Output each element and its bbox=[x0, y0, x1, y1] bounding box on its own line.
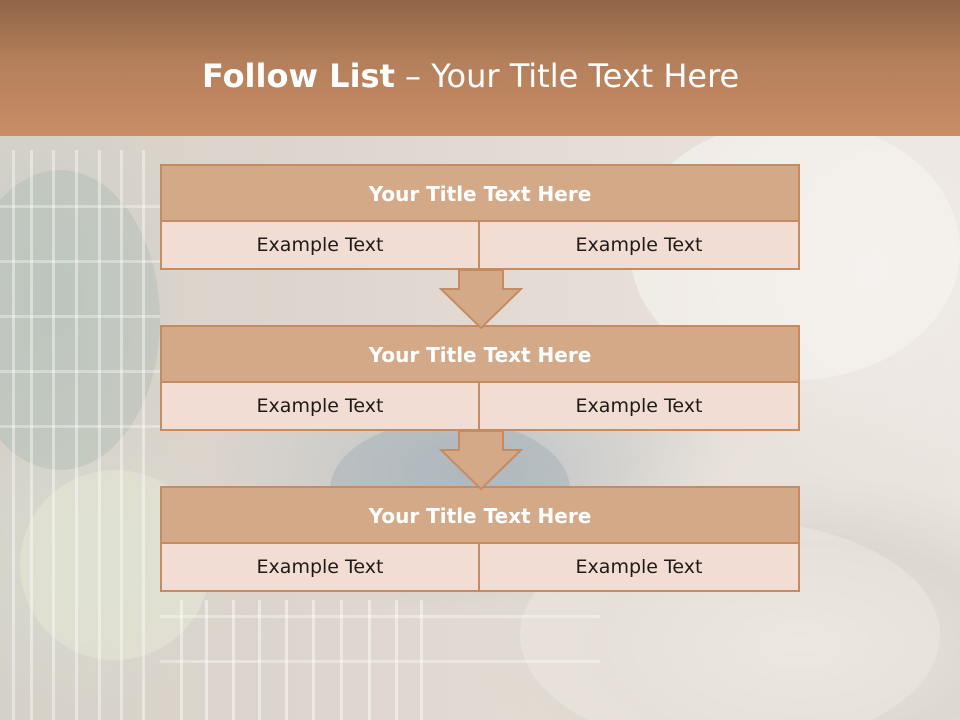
down-arrow-icon bbox=[438, 430, 524, 491]
slide-title-bold: Follow List bbox=[202, 57, 395, 95]
slide-title: Follow List – Your Title Text Here bbox=[202, 56, 739, 96]
follow-box-left-text: Example Text bbox=[162, 544, 480, 590]
follow-box-left-text: Example Text bbox=[162, 222, 480, 268]
follow-box-title: Your Title Text Here bbox=[162, 488, 798, 544]
down-arrow-icon bbox=[438, 269, 524, 330]
follow-box-2: Your Title Text Here Example Text Exampl… bbox=[160, 325, 800, 431]
follow-box-title: Your Title Text Here bbox=[162, 166, 798, 222]
follow-box-right-text: Example Text bbox=[480, 544, 798, 590]
slide-title-rest: – Your Title Text Here bbox=[394, 57, 740, 95]
follow-box-right-text: Example Text bbox=[480, 222, 798, 268]
title-banner: Follow List – Your Title Text Here bbox=[0, 0, 960, 136]
follow-box-3: Your Title Text Here Example Text Exampl… bbox=[160, 486, 800, 592]
follow-box-right-text: Example Text bbox=[480, 383, 798, 429]
follow-box-1: Your Title Text Here Example Text Exampl… bbox=[160, 164, 800, 270]
follow-box-title: Your Title Text Here bbox=[162, 327, 798, 383]
follow-box-left-text: Example Text bbox=[162, 383, 480, 429]
